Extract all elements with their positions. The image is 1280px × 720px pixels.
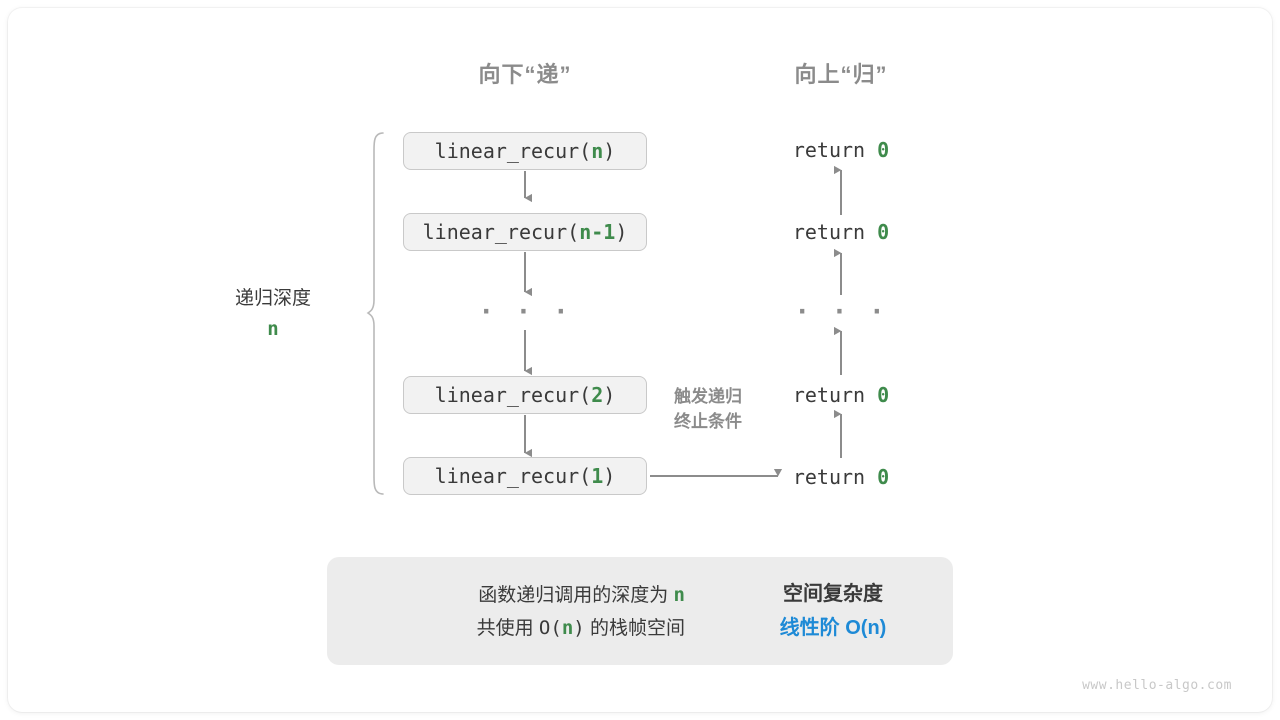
return-keyword-4: return: [792, 465, 866, 489]
summary-line-2-bigo-close: ): [573, 617, 585, 640]
call-box-1[interactable]: linear_recur(1): [403, 457, 647, 495]
return-keyword-3: return: [792, 383, 866, 407]
call-box-n-prefix: linear_recur(: [434, 139, 592, 163]
summary-conclusion-value: 线性阶 O(n): [779, 617, 887, 639]
call-box-n-arg: n: [591, 139, 604, 163]
summary-box: 函数递归调用的深度为 n 共使用 O(n) 的栈帧空间 空间复杂度 线性阶 O(…: [327, 557, 953, 665]
summary-conclusion-title: 空间复杂度: [783, 583, 883, 605]
return-label-4: return 0: [721, 465, 961, 489]
summary-line-2-text-a: 共使用: [476, 618, 539, 640]
call-box-n-minus-1-arg: n-1: [579, 220, 616, 244]
header-ascend: 向上“归”: [794, 62, 888, 87]
termination-note-line1: 触发递归: [674, 387, 742, 406]
summary-line-2-n: n: [561, 617, 574, 640]
call-box-1-prefix: linear_recur(: [434, 464, 592, 488]
call-box-1-suffix: ): [603, 464, 616, 488]
summary-line-2-text-b: 的栈帧空间: [584, 618, 685, 640]
return-label-2: return 0: [721, 220, 961, 244]
summary-conclusion: 空间复杂度 线性阶 O(n): [735, 577, 931, 645]
termination-note-line2: 终止条件: [674, 411, 742, 431]
summary-description: 函数递归调用的深度为 n 共使用 O(n) 的栈帧空间: [355, 579, 685, 646]
recursion-depth-value: n: [267, 318, 279, 341]
return-label-3: return 0: [721, 383, 961, 407]
return-value-3: 0: [877, 383, 890, 407]
ellipsis-right: · · ·: [794, 297, 888, 327]
summary-line-1-text: 函数递归调用的深度为: [478, 585, 674, 606]
call-box-n-minus-1-prefix: linear_recur(: [422, 220, 580, 244]
summary-line-2: 共使用 O(n) 的栈帧空间: [355, 612, 685, 645]
call-box-2-prefix: linear_recur(: [434, 383, 592, 407]
call-box-n-minus-1-suffix: ): [615, 220, 628, 244]
recursion-depth-label: 递归深度 n: [193, 283, 353, 346]
summary-line-2-bigo-open: O(: [538, 617, 562, 640]
call-box-2[interactable]: linear_recur(2): [403, 376, 647, 414]
return-label-1: return 0: [721, 138, 961, 162]
call-box-1-arg: 1: [591, 464, 604, 488]
return-value-2: 0: [877, 220, 890, 244]
watermark: www.hello-algo.com: [1082, 678, 1232, 693]
call-box-n-suffix: ): [603, 139, 616, 163]
call-box-2-arg: 2: [591, 383, 604, 407]
summary-line-1-n: n: [673, 584, 685, 606]
return-value-4: 0: [877, 465, 890, 489]
termination-note: 触发递归 终止条件: [648, 385, 768, 434]
call-box-n-minus-1[interactable]: linear_recur(n-1): [403, 213, 647, 251]
recursion-depth-text: 递归深度: [234, 288, 311, 309]
header-descend: 向下“递”: [478, 62, 572, 87]
ellipsis-left: · · ·: [478, 297, 572, 327]
return-value-1: 0: [877, 138, 890, 162]
call-box-n[interactable]: linear_recur(n): [403, 132, 647, 170]
return-keyword-2: return: [792, 220, 866, 244]
summary-line-1: 函数递归调用的深度为 n: [355, 579, 685, 612]
return-keyword-1: return: [792, 138, 866, 162]
call-box-2-suffix: ): [603, 383, 616, 407]
